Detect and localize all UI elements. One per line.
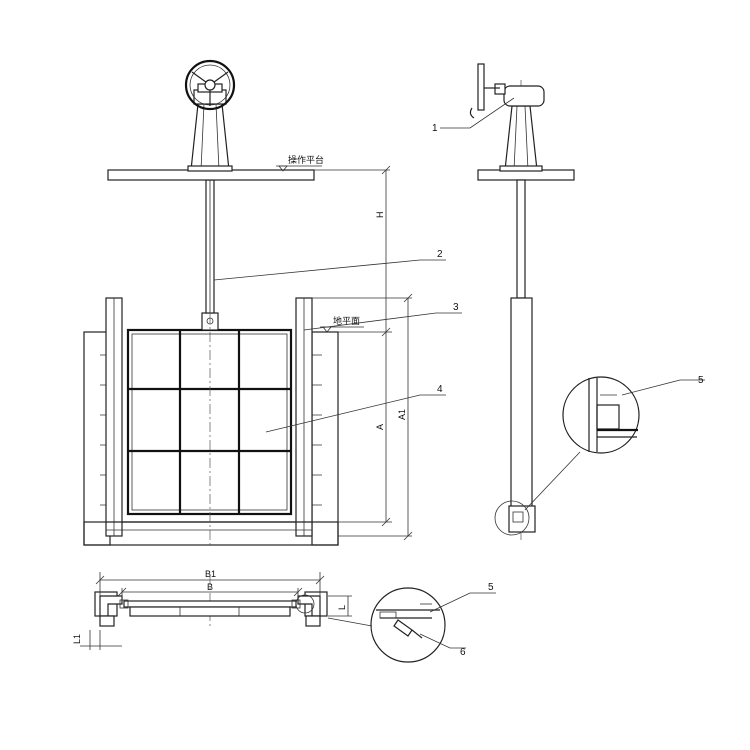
gate-leaf (126, 328, 293, 516)
dim-l-label: L (337, 605, 347, 610)
dim-b-label: B (207, 582, 213, 592)
callout-4: 4 (437, 384, 443, 395)
callout-5-side: 5 (698, 375, 704, 386)
plan-view: B1 B L L1 (72, 569, 496, 663)
handwheel-icon (184, 59, 236, 111)
side-view: 1 5 (432, 63, 705, 540)
dim-a-label: A (375, 424, 385, 430)
dim-b1-label: B1 (205, 569, 216, 579)
leaders-front (213, 259, 462, 433)
right-concrete-wall (311, 331, 339, 546)
detail-5-6-plan (327, 587, 446, 663)
front-view: 操作平台 地平面 H A A1 (83, 59, 462, 546)
leaders-side (440, 97, 705, 396)
dim-a1-label: A1 (397, 409, 407, 420)
dimension-b1: B1 (95, 569, 325, 596)
side-pedestal (504, 105, 538, 171)
dimension-a1: A1 (312, 293, 413, 541)
leaders-plan (419, 592, 496, 649)
anchor-bolts (100, 354, 322, 506)
side-stem (516, 179, 526, 299)
hoist-pedestal (190, 103, 230, 171)
callout-1: 1 (432, 123, 438, 134)
side-handwheel-icon (469, 63, 500, 119)
plan-gate-leaf (123, 600, 297, 608)
callout-5-plan: 5 (488, 582, 494, 593)
callout-2: 2 (437, 249, 443, 260)
dimension-l1: L1 (72, 630, 122, 650)
dimension-a: A (338, 331, 392, 527)
dim-l1-label: L1 (72, 634, 82, 644)
detail-circle-small (494, 500, 530, 536)
dimension-b: B (117, 582, 303, 600)
side-gate-body (510, 297, 533, 509)
dim-h-label: H (375, 212, 385, 219)
side-gearbox (503, 85, 545, 107)
dimension-h: H (314, 165, 391, 337)
dimension-l: L (328, 595, 352, 617)
callout-3: 3 (453, 302, 459, 313)
platform-label: 操作平台 (288, 154, 324, 166)
ground-label: 地平面 (333, 315, 360, 327)
gate-grid (128, 330, 291, 514)
callout-6: 6 (460, 647, 466, 658)
detail-5-side (524, 376, 640, 511)
